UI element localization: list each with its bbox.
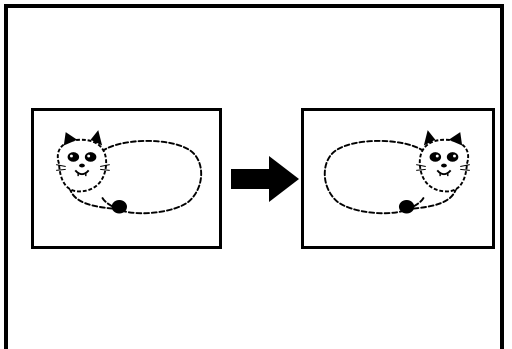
- right-arrow-icon: [231, 156, 299, 202]
- cat-facing-right-icon: [323, 130, 470, 215]
- panel-original: [31, 108, 222, 249]
- cat-facing-left-icon: [56, 130, 202, 215]
- outer-frame: [4, 4, 504, 349]
- panel-mirrored: [301, 108, 495, 249]
